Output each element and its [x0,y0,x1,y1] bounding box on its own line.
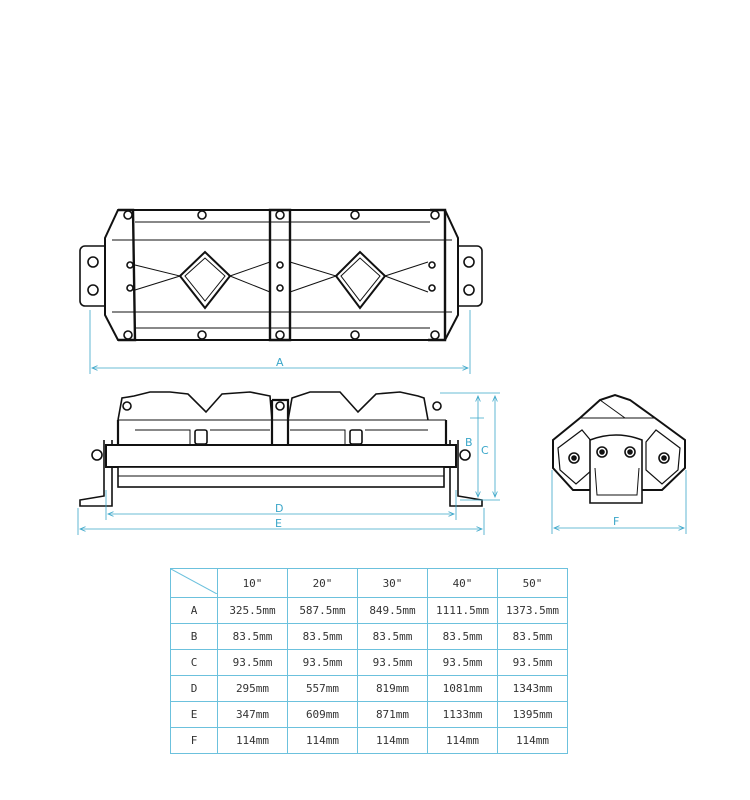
table-cell: 1081mm [427,675,498,702]
table-cell: 587.5mm [287,597,358,624]
dimension-d-e [77,490,485,535]
dimension-table: 10" 20" 30" 40" 50" A 325.5mm 587.5mm 84… [170,568,568,754]
row-label: B [170,623,218,650]
table-cell: 1343mm [497,675,568,702]
table-row: D 295mm 557mm 819mm 1081mm 1343mm [170,675,568,702]
table-cell: 1395mm [497,701,568,728]
table-corner-cell [170,568,218,598]
table-cell: 93.5mm [497,649,568,676]
dimension-b-c [440,392,500,501]
table-cell: 609mm [287,701,358,728]
table-row: F 114mm 114mm 114mm 114mm 114mm [170,727,568,754]
table-cell: 93.5mm [427,649,498,676]
table-cell: 83.5mm [427,623,498,650]
table-cell: 83.5mm [217,623,288,650]
dimension-label-f: F [613,515,619,528]
dimension-label-a: A [276,356,284,369]
dimension-label-b: B [465,436,473,449]
column-header: 20" [287,568,358,598]
table-cell: 849.5mm [357,597,428,624]
column-header: 40" [427,568,498,598]
top-view [79,208,483,342]
row-label: C [170,649,218,676]
table-cell: 325.5mm [217,597,288,624]
front-view [79,391,483,507]
table-header-row: 10" 20" 30" 40" 50" [170,568,568,598]
table-cell: 871mm [357,701,428,728]
table-cell: 1111.5mm [427,597,498,624]
table-cell: 295mm [217,675,288,702]
table-cell: 93.5mm [217,649,288,676]
dimension-f [551,470,687,534]
column-header: 50" [497,568,568,598]
row-label: E [170,701,218,728]
dimension-label-c: C [481,444,489,457]
table-cell: 93.5mm [357,649,428,676]
dimension-a [89,310,471,374]
table-row: B 83.5mm 83.5mm 83.5mm 83.5mm 83.5mm [170,623,568,650]
diagonal-divider [170,568,218,595]
table-cell: 114mm [427,727,498,754]
table-cell: 83.5mm [287,623,358,650]
dimension-label-d: D [275,502,283,515]
row-label: D [170,675,218,702]
column-header: 30" [357,568,428,598]
table-cell: 83.5mm [357,623,428,650]
table-cell: 347mm [217,701,288,728]
table-cell: 819mm [357,675,428,702]
technical-drawing: A B C D E [77,208,687,535]
table-cell: 114mm [357,727,428,754]
table-cell: 114mm [287,727,358,754]
row-label: F [170,727,218,754]
column-header: 10" [217,568,288,598]
table-cell: 83.5mm [497,623,568,650]
table-cell: 114mm [497,727,568,754]
table-cell: 557mm [287,675,358,702]
table-row: C 93.5mm 93.5mm 93.5mm 93.5mm 93.5mm [170,649,568,676]
table-cell: 1133mm [427,701,498,728]
dimension-label-e: E [275,517,282,530]
row-label: A [170,597,218,624]
side-view [552,393,686,504]
table-cell: 93.5mm [287,649,358,676]
table-cell: 1373.5mm [497,597,568,624]
table-row: A 325.5mm 587.5mm 849.5mm 1111.5mm 1373.… [170,597,568,624]
table-row: E 347mm 609mm 871mm 1133mm 1395mm [170,701,568,728]
table-cell: 114mm [217,727,288,754]
